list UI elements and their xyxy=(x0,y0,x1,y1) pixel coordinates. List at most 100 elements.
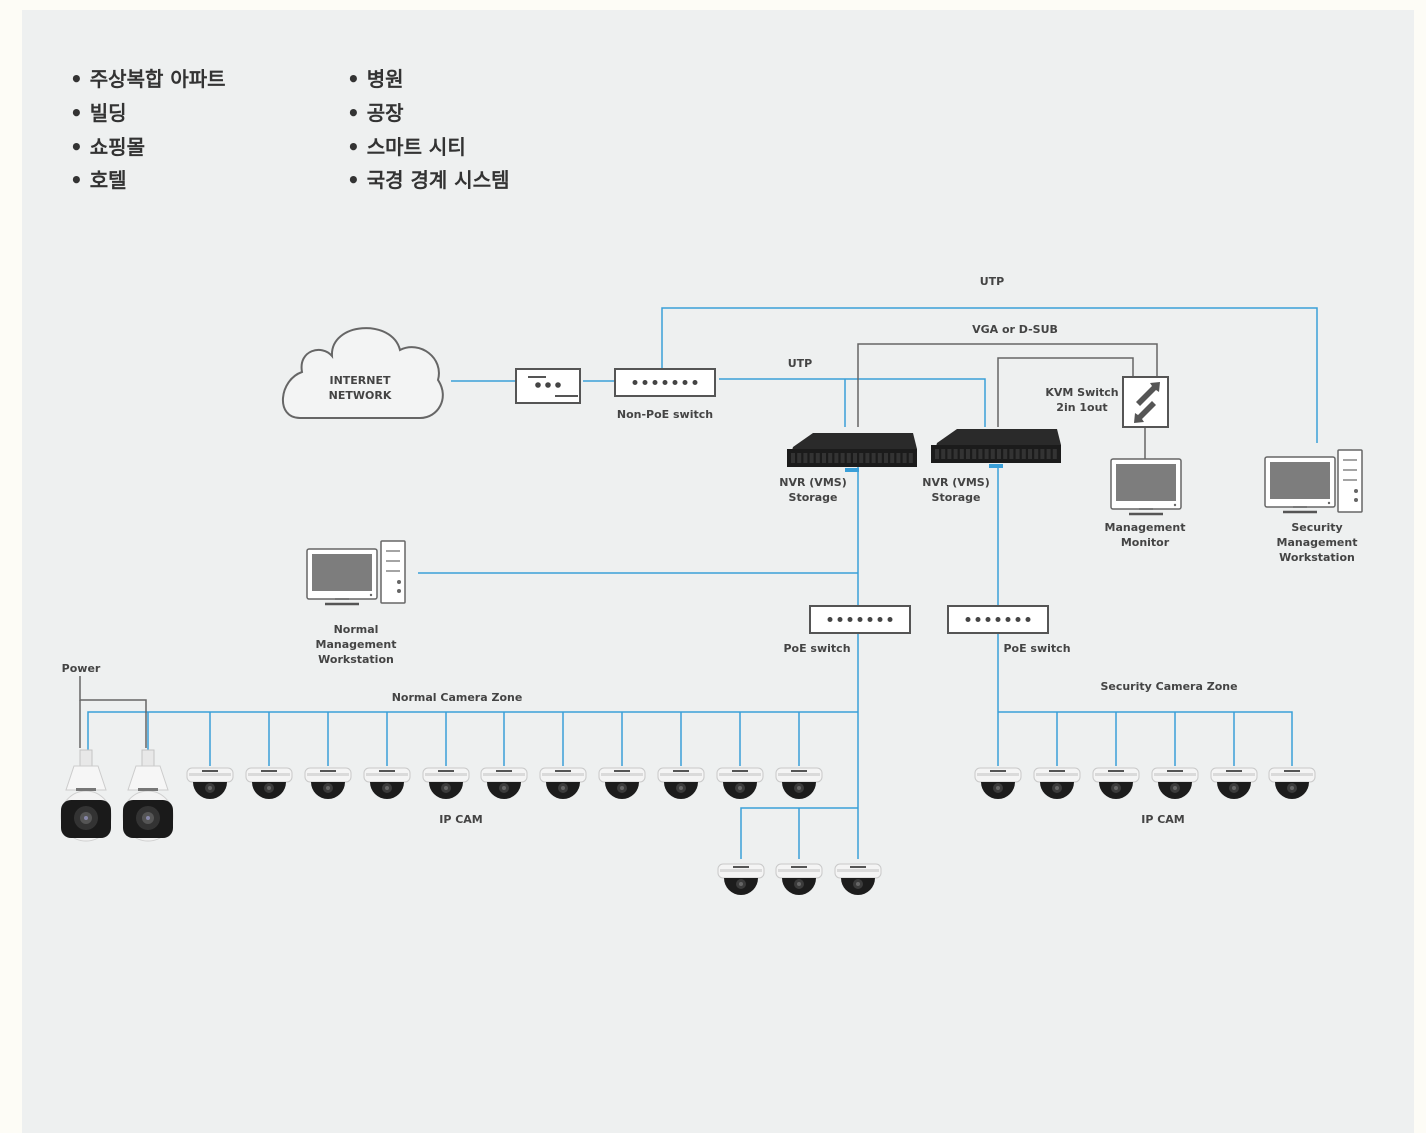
nvr-1-bay xyxy=(803,453,808,463)
utp-label-top-line: UTP xyxy=(980,275,1005,288)
nvr-1-bay xyxy=(809,453,814,463)
dome-camera-icon xyxy=(657,767,705,800)
nvr-1-bay xyxy=(896,453,901,463)
nvr-1-label-line: NVR (VMS) xyxy=(779,476,846,489)
nvr-1-bay xyxy=(877,453,882,463)
nvr-1-bay xyxy=(815,453,820,463)
dome-camera-icon xyxy=(1092,767,1140,800)
nvr-1-bay xyxy=(871,453,876,463)
dome-camera-icon xyxy=(1151,767,1199,800)
poe-switch-1-port xyxy=(827,617,833,622)
non-poe-switch-label-line: Non-PoE switch xyxy=(617,408,713,421)
security-workstation-label-line: Workstation xyxy=(1279,551,1355,564)
dome-camera-icon xyxy=(717,863,765,896)
modem-device xyxy=(515,368,581,404)
nvr-2-bay xyxy=(935,449,939,459)
normal-zone-label-line: Normal Camera Zone xyxy=(392,691,523,704)
poe-switch-1-port xyxy=(877,617,883,622)
use-item: • 스마트 시티 xyxy=(347,135,466,159)
non-poe-switch-port xyxy=(652,380,658,385)
utp-link-top xyxy=(661,307,1318,443)
poe-switch-2-port xyxy=(1005,617,1011,622)
use-item: • 쇼핑몰 xyxy=(70,135,145,159)
extra-camera-bus xyxy=(740,807,858,859)
nvr-1-bay xyxy=(865,453,870,463)
vga-link-nvr1-kvm xyxy=(857,343,1158,427)
nvr-2-bay xyxy=(978,449,983,459)
vga-label-line: VGA or D-SUB xyxy=(972,323,1058,336)
poe-switch-2-port xyxy=(995,617,1001,622)
non-poe-switch-port xyxy=(632,380,638,385)
ip-cam-label-left-line: IP CAM xyxy=(439,813,483,826)
dome-camera-icon xyxy=(1210,767,1258,800)
dome-camera-icon xyxy=(480,767,528,800)
nvr-1-bay xyxy=(859,453,864,463)
utp-label-mid: UTP xyxy=(788,357,813,370)
nvr-1-bay xyxy=(902,453,907,463)
vga-label: VGA or D-SUB xyxy=(972,323,1058,336)
dome-camera-icon xyxy=(363,767,411,800)
poe-switch-2-port xyxy=(1025,617,1031,622)
poe-switch-2-port xyxy=(975,617,981,622)
poe-switch-1-port xyxy=(857,617,863,622)
dome-camera-icon xyxy=(775,863,823,896)
nvr-2-bay xyxy=(1021,449,1026,459)
non-poe-switch-port xyxy=(682,380,688,385)
normal-workstation-monitor-icon xyxy=(305,547,379,606)
nvr-1-bay xyxy=(840,453,845,463)
security-zone-label-line: Security Camera Zone xyxy=(1100,680,1237,693)
internet-cloud xyxy=(282,327,444,419)
use-item: • 주상복합 아파트 xyxy=(70,67,226,91)
nvr-1-bay xyxy=(884,453,888,463)
poe-switch-1-port xyxy=(887,617,893,622)
kvm-switch xyxy=(1122,376,1169,428)
nvr-2-bay xyxy=(966,449,970,459)
kvm-arrow-icon xyxy=(1134,401,1156,423)
use-item: • 빌딩 xyxy=(70,101,127,125)
nvr-2-bay xyxy=(959,449,964,459)
normal-workstation-tower-icon xyxy=(380,540,406,604)
internet-label-line: INTERNET xyxy=(329,374,391,387)
management-monitor-label-line: Management xyxy=(1105,521,1186,534)
poe-switch-1-port xyxy=(847,617,853,622)
use-item: • 공장 xyxy=(347,101,404,125)
normal-workstation-label-line: Workstation xyxy=(318,653,394,666)
nvr-1-bay xyxy=(890,453,895,463)
dome-camera-icon xyxy=(974,767,1022,800)
non-poe-switch-port xyxy=(642,380,648,385)
nvr-1-bay xyxy=(822,453,826,463)
dome-camera-icon xyxy=(1033,767,1081,800)
nvr-1-bay xyxy=(834,453,839,463)
kvm-body xyxy=(1122,376,1169,428)
nvr-1-bay xyxy=(791,453,795,463)
nvr-1 xyxy=(787,433,917,472)
poe-switch-1-label: PoE switch xyxy=(783,642,850,655)
nvr-1-bay xyxy=(908,453,913,463)
security-workstation-monitor-icon xyxy=(1263,455,1337,514)
non-poe-switch-label: Non-PoE switch xyxy=(617,408,713,421)
poe-switch-1-port xyxy=(837,617,843,622)
non-poe-switch xyxy=(614,368,716,397)
poe-switch-2-port xyxy=(965,617,971,622)
nvr-1-label: NVR (VMS)Storage xyxy=(779,476,846,504)
normal-workstation-label-line: Normal xyxy=(334,623,379,636)
kvm-arrow-icon xyxy=(1136,382,1160,406)
nvr-2-label: NVR (VMS)Storage xyxy=(922,476,989,504)
security-workstation-label-line: Security xyxy=(1291,521,1342,534)
power-label-line: Power xyxy=(62,662,101,675)
dome-camera-icon xyxy=(304,767,352,800)
ip-cam-label-left: IP CAM xyxy=(439,813,483,826)
dome-camera-icon xyxy=(834,863,882,896)
poe-switch-1-port xyxy=(867,617,873,622)
non-poe-switch-port xyxy=(692,380,698,385)
utp-label-top: UTP xyxy=(980,275,1005,288)
poe-switch-2-port xyxy=(1015,617,1021,622)
modem-led xyxy=(545,382,551,388)
kvm-label-line: 2in 1out xyxy=(1056,401,1107,414)
nvr-2-bay xyxy=(984,449,989,459)
